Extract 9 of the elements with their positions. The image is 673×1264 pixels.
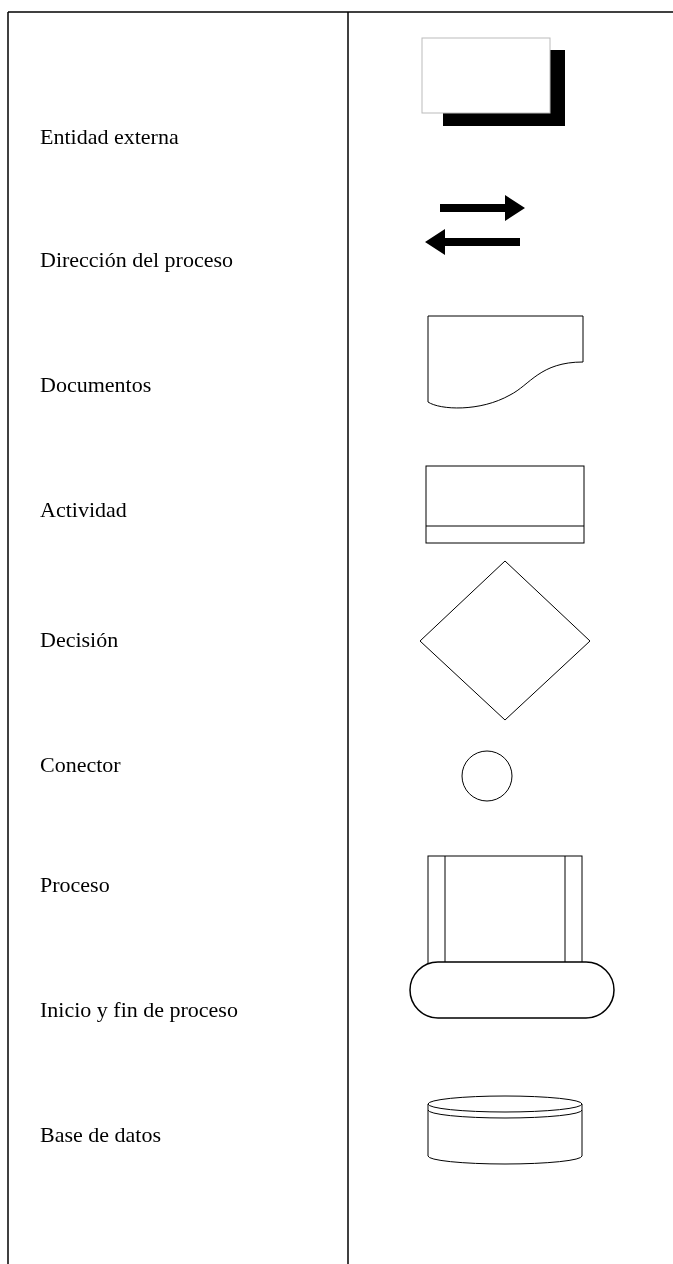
symbol-label: Conector — [40, 752, 121, 778]
symbol-label: Documentos — [40, 372, 152, 398]
symbol-label: Actividad — [40, 497, 127, 523]
symbol-label: Inicio y fin de proceso — [40, 997, 238, 1023]
symbol-label: Base de datos — [40, 1122, 161, 1148]
symbol-label: Decisión — [40, 627, 119, 653]
symbol-label: Entidad externa — [40, 124, 179, 150]
symbol-label: Proceso — [40, 872, 110, 898]
symbol-label: Dirección del proceso — [40, 247, 234, 273]
